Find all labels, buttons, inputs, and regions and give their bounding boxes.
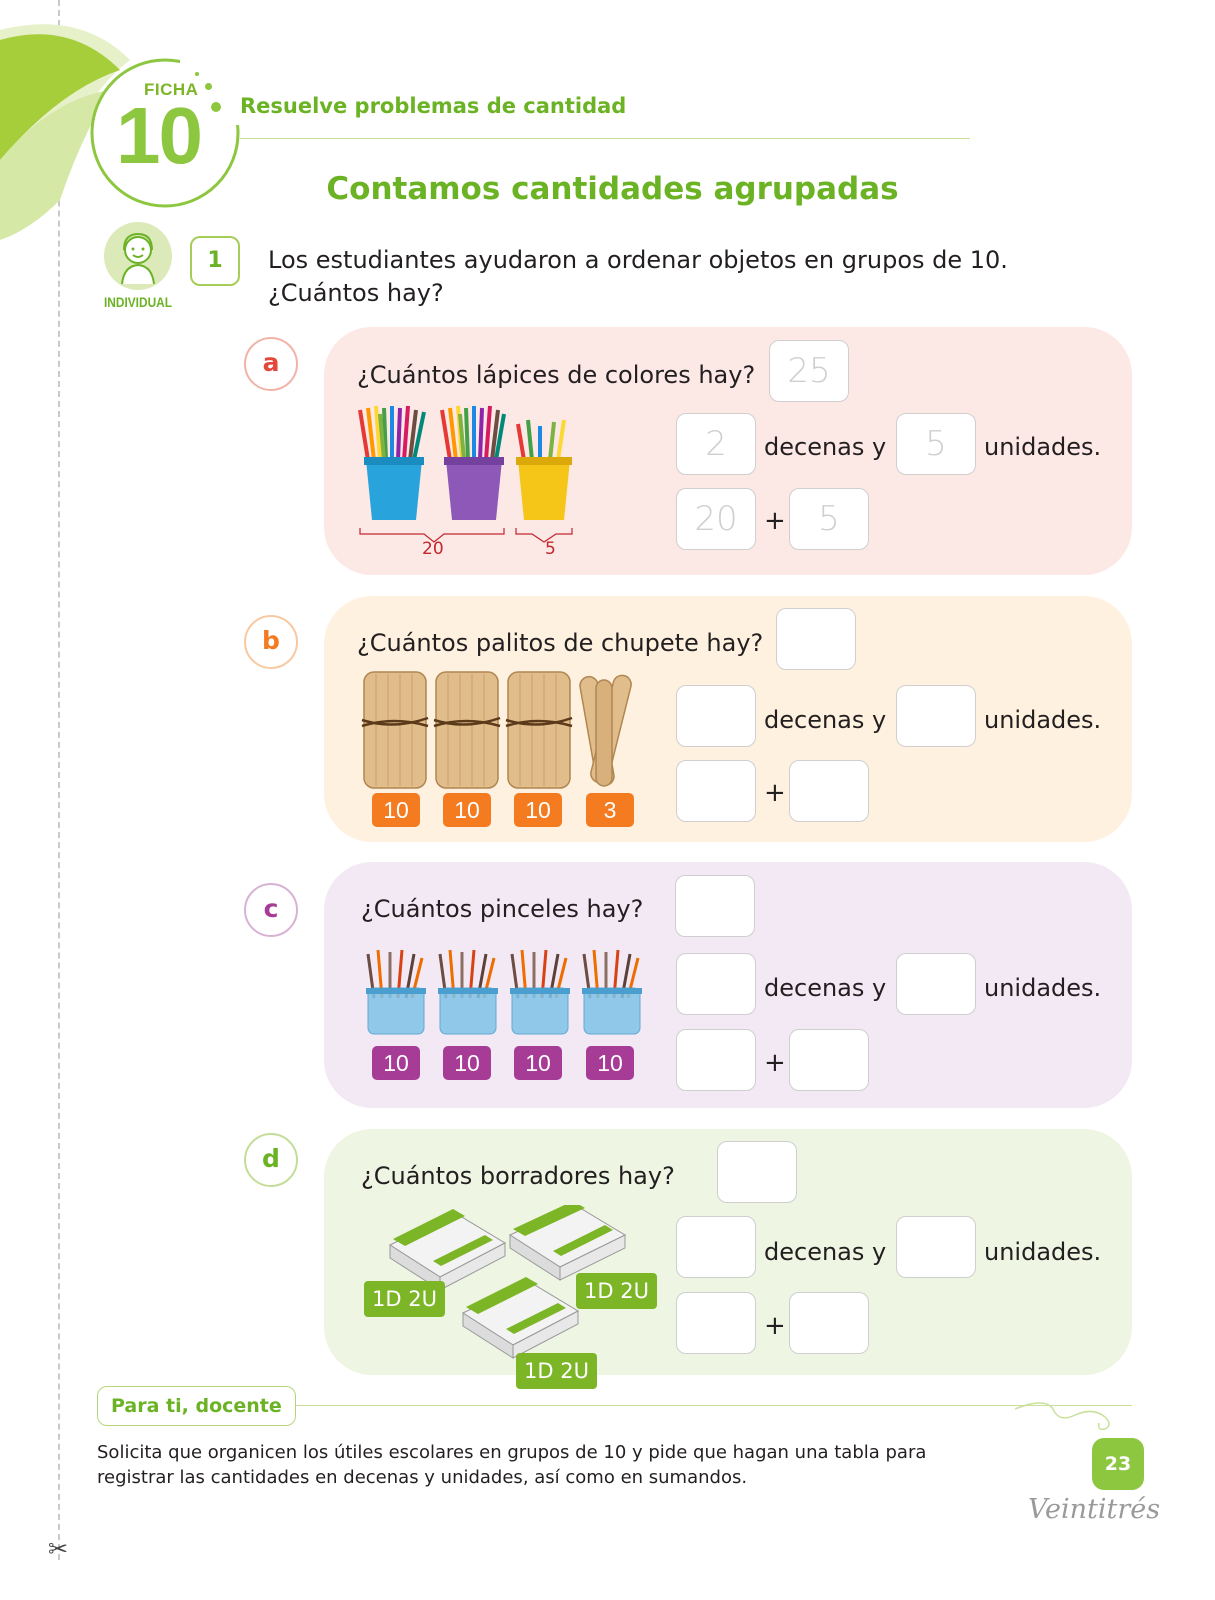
answer-unidades-d[interactable] [896,1216,976,1278]
answer-decenas-c[interactable] [676,953,756,1015]
brush-jar-4 [582,949,642,1035]
answer-sum-units-a[interactable]: 5 [789,488,869,550]
answer-total-d[interactable] [717,1141,797,1203]
swirl-decoration [1015,1402,1110,1431]
popsicle-sticks-illustration [361,671,632,789]
unidades-label-a: unidades. [984,433,1102,461]
page-title: Contamos cantidades agrupadas [326,171,899,207]
answer-sum-tens-a[interactable]: 20 [676,488,756,550]
question-b: ¿Cuántos palitos de chupete hay? [357,629,764,657]
item-letter-a: a [244,337,298,391]
page-number-word: Veintitrés [1028,1494,1161,1525]
group-tag-c-3: 10 [514,1046,562,1080]
group-tag-b-1: 10 [372,793,420,827]
group-tag-b-4: 3 [586,793,634,827]
group-tag-d-1: 1D 2U [364,1281,445,1317]
answer-sum-tens-c[interactable] [676,1029,756,1091]
instruction-line-2: ¿Cuántos hay? [268,279,444,307]
decenas-label-c: decenas y [764,974,887,1002]
plus-sign-d: + [764,1311,786,1341]
answer-total-a[interactable]: 25 [769,340,849,402]
teacher-note-divider [282,1405,1132,1406]
group-tag-b-2: 10 [443,793,491,827]
answer-decenas-b[interactable] [676,685,756,747]
brush-jar-2 [438,949,498,1035]
question-d: ¿Cuántos borradores hay? [361,1162,675,1190]
item-letter-d: d [244,1133,298,1187]
group-label-a-1: 20 [422,539,444,559]
item-letter-c: c [244,883,298,937]
answer-sum-units-c[interactable] [789,1029,869,1091]
page-number: 23 [1092,1438,1144,1490]
unidades-label-b: unidades. [984,706,1102,734]
answer-total-b[interactable] [776,608,856,670]
pencils-group-2 [440,405,506,520]
answer-sum-tens-d[interactable] [676,1292,756,1354]
stick-bundle-2 [433,671,501,789]
item-letter-b: b [244,615,298,669]
teacher-note-text: Solicita que organicen los útiles escola… [97,1440,997,1490]
paintbrush-jars-illustration [366,949,642,1035]
teacher-note-line-2: registrar las cantidades en decenas y un… [97,1467,748,1488]
activity-number: 1 [190,236,240,286]
eraser-boxes-illustration [388,1205,627,1359]
answer-decenas-d[interactable] [676,1216,756,1278]
pencil-cups-illustration [358,405,573,543]
ficha-label: FICHA [144,80,199,99]
instruction-line-1: Los estudiantes ayudaron a ordenar objet… [268,246,1008,274]
brush-jar-3 [510,949,570,1035]
stick-bundle-3 [505,671,573,789]
activity-instruction: Los estudiantes ayudaron a ordenar objet… [268,244,1008,310]
answer-unidades-b[interactable] [896,685,976,747]
question-a: ¿Cuántos lápices de colores hay? [357,361,756,389]
answer-sum-units-b[interactable] [789,760,869,822]
decenas-label-d: decenas y [764,1238,887,1266]
brush-jar-1 [366,949,426,1035]
group-tag-d-2: 1D 2U [576,1273,657,1309]
scissors-icon: ✂ [48,1535,69,1563]
teacher-note-label: Para ti, docente [97,1386,296,1426]
eraser-box-1 [388,1209,507,1291]
question-c: ¿Cuántos pinceles hay? [361,895,644,923]
eraser-box-3 [461,1277,580,1359]
item-card-c: ¿Cuántos pinceles hay? [324,862,1132,1108]
plus-sign-c: + [764,1048,786,1078]
loose-sticks [579,674,632,787]
student-avatar-icon [104,222,172,290]
answer-unidades-c[interactable] [896,953,976,1015]
item-card-a: ¿Cuántos lápices de colores hay? 25 [324,327,1132,575]
ficha-number: 10 [116,91,203,180]
plus-sign-b: + [764,778,786,808]
group-tag-d-3: 1D 2U [516,1353,597,1389]
unidades-label-d: unidades. [984,1238,1102,1266]
mode-label: INDIVIDUAL [103,294,173,310]
answer-sum-units-d[interactable] [789,1292,869,1354]
group-tag-b-3: 10 [514,793,562,827]
answer-total-c[interactable] [675,875,755,937]
item-card-b: ¿Cuántos palitos de chupete hay? 10 10 [324,596,1132,842]
pencils-group-1 [358,405,426,520]
eraser-box-2 [508,1205,627,1281]
header-decoration [0,24,260,241]
group-tag-c-2: 10 [443,1046,491,1080]
group-tag-c-4: 10 [586,1046,634,1080]
decenas-label-a: decenas y [764,433,887,461]
unidades-label-c: unidades. [984,974,1102,1002]
cut-line [58,0,60,1560]
answer-decenas-a[interactable]: 2 [676,413,756,475]
answer-sum-tens-b[interactable] [676,760,756,822]
teacher-note-line-1: Solicita que organicen los útiles escola… [97,1442,927,1463]
pencils-group-3 [516,419,572,520]
section-title: Resuelve problemas de cantidad [240,94,627,118]
plus-sign-a: + [764,506,786,536]
group-tag-c-1: 10 [372,1046,420,1080]
header-divider [240,138,970,139]
answer-unidades-a[interactable]: 5 [896,413,976,475]
group-label-a-2: 5 [545,539,556,559]
stick-bundle-1 [361,671,429,789]
decenas-label-b: decenas y [764,706,887,734]
